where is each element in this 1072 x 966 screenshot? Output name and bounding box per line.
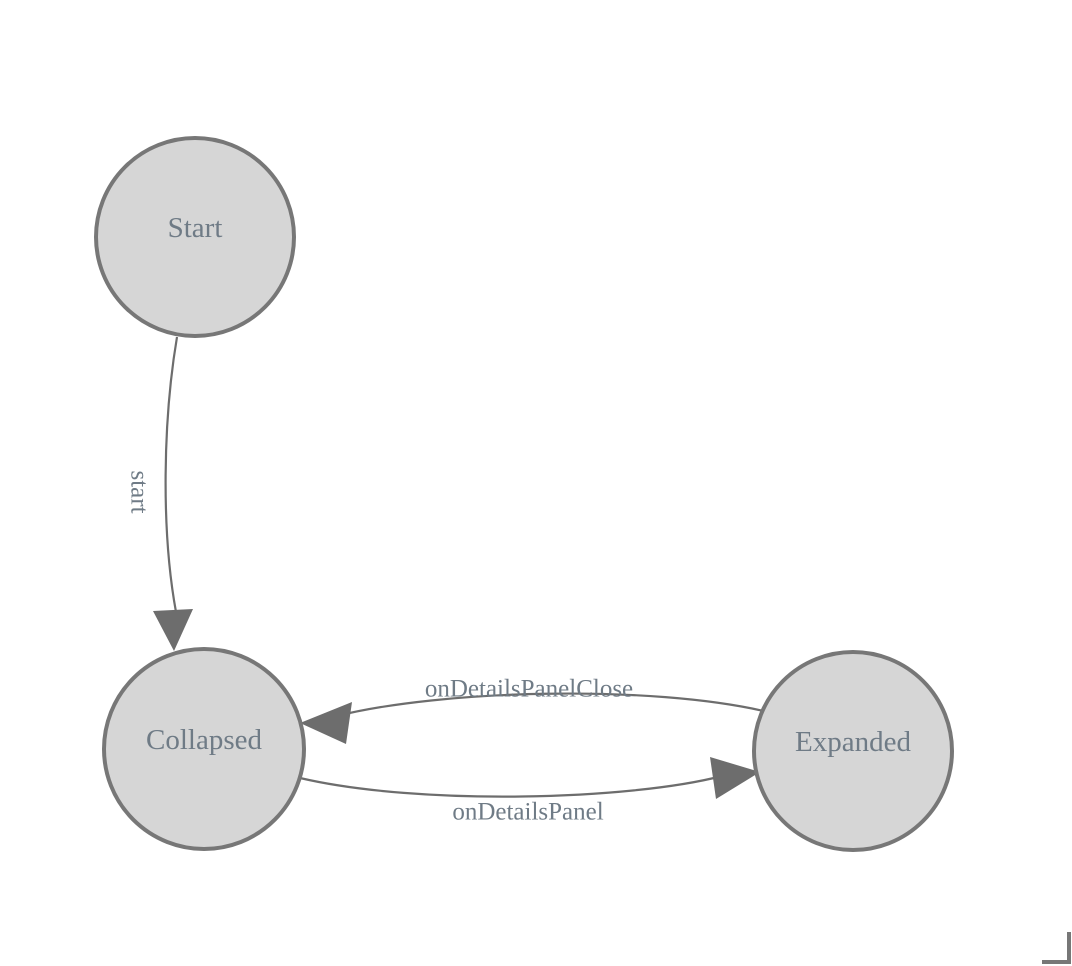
node-expanded[interactable]: Expanded — [752, 650, 954, 852]
node-collapsed-label: Collapsed — [146, 724, 262, 756]
edge-label-on-details-panel-close: onDetailsPanelClose — [425, 676, 633, 703]
edge-collapsed-to-expanded[interactable] — [299, 757, 760, 799]
edge-path-start-to-collapsed — [164, 336, 179, 613]
edge-label-start: start — [126, 470, 153, 513]
node-expanded-circle — [752, 650, 954, 852]
canvas-corner-mark — [1042, 932, 1071, 964]
arrowhead-into-expanded — [710, 757, 760, 799]
node-start-circle — [94, 136, 296, 338]
node-expanded-label: Expanded — [795, 726, 911, 758]
node-start[interactable]: Start — [94, 136, 296, 338]
node-collapsed[interactable]: Collapsed — [102, 647, 306, 851]
arrowhead-into-collapsed-top — [153, 609, 193, 651]
node-collapsed-circle — [102, 647, 306, 851]
node-start-label: Start — [168, 212, 223, 244]
edge-label-on-details-panel: onDetailsPanel — [452, 799, 603, 826]
arrowhead-into-collapsed-right — [300, 702, 352, 744]
edge-path-collapsed-to-expanded — [299, 774, 723, 798]
edge-expanded-to-collapsed[interactable] — [300, 692, 769, 744]
edge-path-expanded-to-collapsed — [336, 692, 769, 718]
edge-start-to-collapsed[interactable] — [153, 336, 193, 651]
